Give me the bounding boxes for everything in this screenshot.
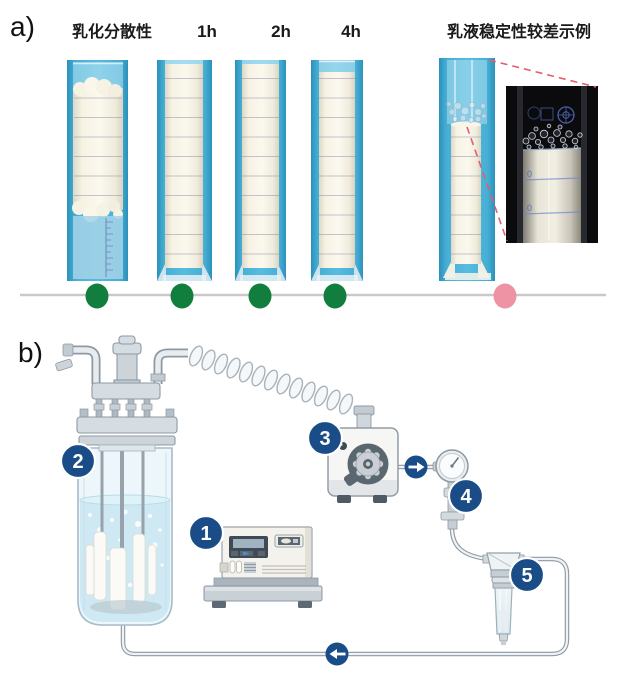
svg-text:3: 3 [319, 428, 330, 450]
gauge-needle [451, 457, 460, 467]
controller-display [229, 536, 268, 558]
controller-unit [203, 526, 323, 608]
foam-bubbles [446, 101, 487, 123]
stirrer-paddles [85, 531, 157, 611]
inset-scale-digit-upper: 0 [527, 169, 532, 179]
bad-example-label: 乳液稳定性较差示例 [447, 22, 591, 41]
status-dot-good [170, 283, 194, 309]
cylinder-photo-1h [157, 60, 212, 281]
reactor-vessel [55, 335, 188, 626]
badge-3: 3 [306, 419, 344, 457]
graduation-ticks [106, 221, 113, 271]
panel-b: b) [18, 335, 570, 666]
panel-a: a) 乳化分散性 1h 2h 4h 乳液稳定性较差示例 [10, 11, 606, 309]
gauge-to-filter-tube [449, 527, 489, 562]
cylinder-photo-dispersibility [67, 60, 128, 281]
panel-b-label: b) [18, 337, 43, 368]
reactor-lid [55, 335, 188, 452]
badge-1: 1 [187, 514, 225, 552]
svg-text:5: 5 [521, 565, 532, 587]
col-label-dispersibility: 乳化分散性 [72, 22, 152, 41]
controller-indicator-window [274, 534, 304, 548]
flow-arrow-left-icon [325, 642, 349, 666]
status-dot-bad [493, 283, 517, 309]
svg-text:4: 4 [460, 486, 472, 508]
panel-a-label: a) [10, 11, 35, 42]
status-dot-good [323, 283, 347, 309]
inset-logo-mark [527, 106, 575, 124]
badge-5: 5 [508, 556, 546, 594]
svg-text:2: 2 [72, 451, 83, 473]
pump-gear [352, 448, 384, 480]
col-label-4h: 4h [341, 22, 361, 41]
status-dot-good [248, 283, 272, 309]
callout-dashed-lines [466, 59, 597, 242]
inset-closeup-photo: 0 0 [506, 86, 598, 243]
badge-4: 4 [447, 477, 485, 515]
cylinder-photo-bad-example [439, 58, 495, 281]
col-label-1h: 1h [197, 22, 217, 41]
inset-bubble-layer [522, 123, 583, 150]
flow-arrow-right-icon [404, 455, 428, 479]
status-dot-row [20, 283, 606, 309]
status-dot-good [85, 283, 109, 309]
col-label-2h: 2h [271, 22, 291, 41]
svg-text:1: 1 [200, 523, 211, 545]
controller-buttons [219, 560, 306, 574]
inset-scale-digit-lower: 0 [527, 203, 532, 213]
cylinder-photo-4h [311, 60, 363, 281]
pump [327, 405, 399, 503]
cylinder-photo-2h [235, 60, 286, 281]
return-tubing [120, 556, 570, 657]
badge-2: 2 [59, 442, 97, 480]
coiled-hose [188, 345, 354, 415]
